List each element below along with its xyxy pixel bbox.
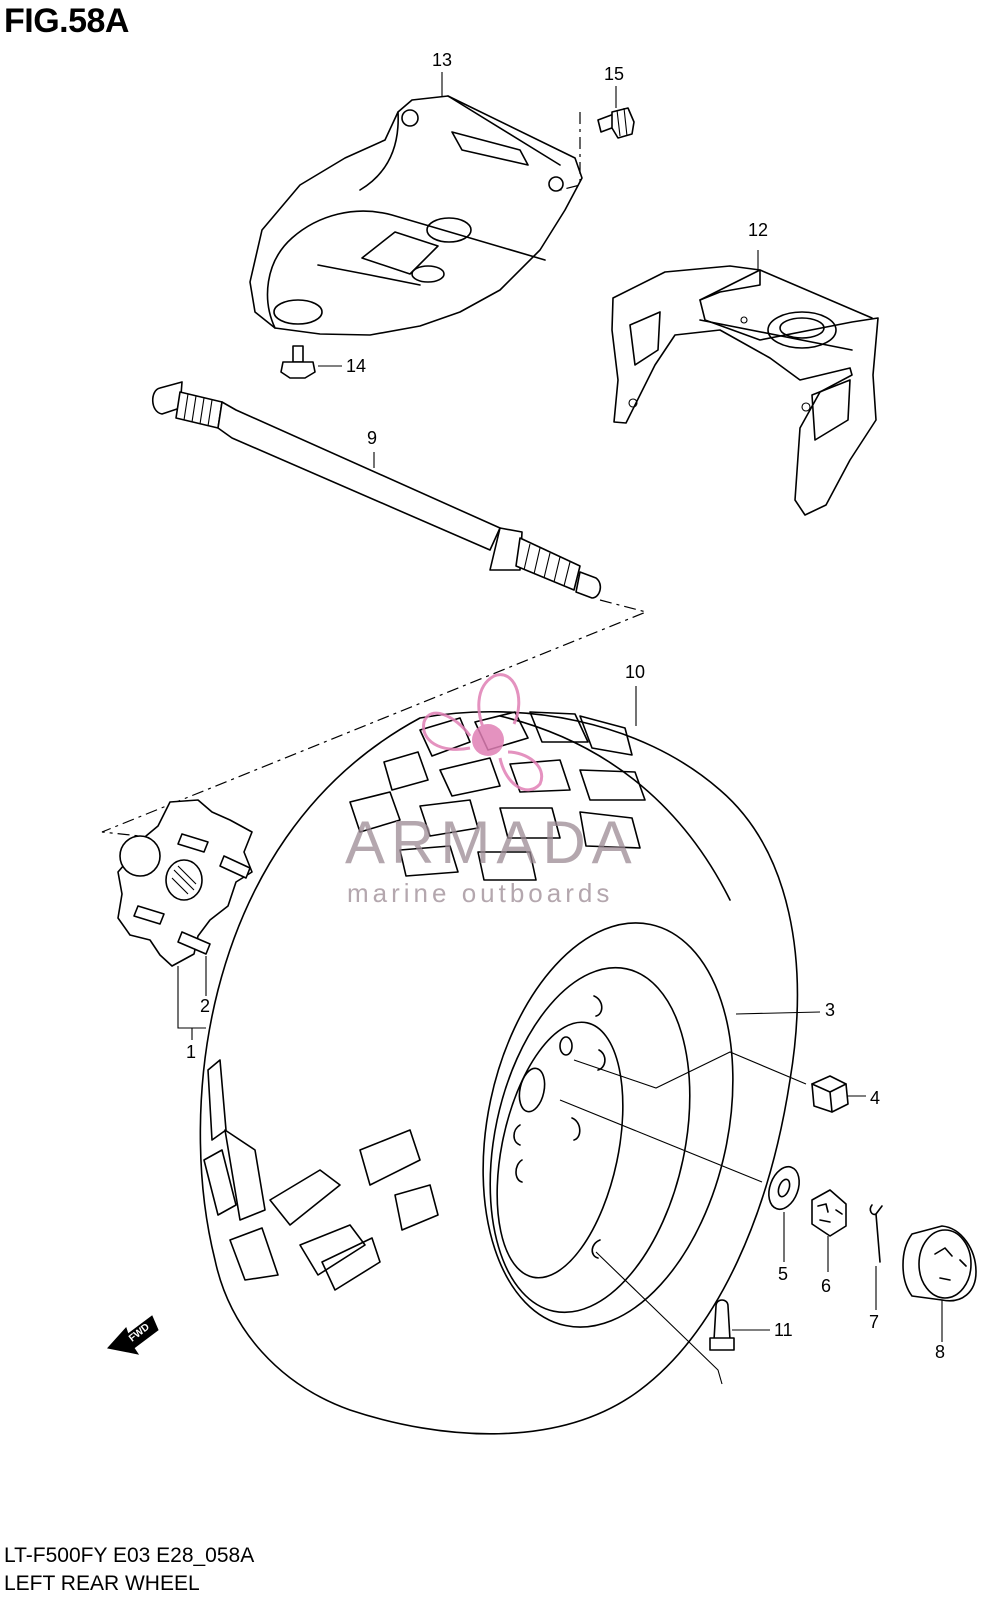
callout-15: 15 [604,64,624,84]
callout-10: 10 [625,662,645,682]
callout-1: 1 [186,1042,196,1062]
cotter-pin-7 [869,1204,883,1310]
figure-title: FIG.58A [4,2,129,40]
washer-5 [559,1099,800,1262]
nut-4 [573,1051,866,1113]
model-code: LT-F500FY E03 E28_058A [4,1544,255,1567]
castle-nut-6 [811,1189,847,1272]
callout-7: 7 [869,1312,879,1332]
callout-3: 3 [825,1000,835,1020]
figure-caption: LEFT REAR WHEEL [4,1572,200,1595]
callout-2: 2 [200,996,210,1016]
hub-cap-8 [902,1225,977,1342]
rim-3 [482,922,821,1328]
callout-labels: 1 2 3 4 5 6 7 8 9 10 11 12 13 14 15 [186,50,945,1362]
axis-line-shaft-hub [101,599,648,837]
bolt-15 [559,86,635,191]
axle-shaft-9 [151,381,602,599]
hub-1 [117,799,253,1040]
callout-13: 13 [432,50,452,70]
tire-10 [199,710,799,1435]
callout-5: 5 [778,1264,788,1284]
watermark-tagline: marine outboards [347,878,614,908]
callout-4: 4 [870,1088,880,1108]
callout-11: 11 [774,1320,793,1340]
callout-12: 12 [748,220,768,240]
fwd-direction-arrow: FWD [107,1315,159,1355]
watermark-propeller-logo [422,673,544,792]
bracket-12 [611,250,879,516]
fender-13 [249,95,583,336]
callout-8: 8 [935,1342,945,1362]
callout-9: 9 [367,428,377,448]
valve-11 [595,1251,770,1385]
watermark-brand: ARMADA [345,809,638,876]
bolt-14 [280,345,342,379]
callout-6: 6 [821,1276,831,1296]
callout-14: 14 [346,356,366,376]
